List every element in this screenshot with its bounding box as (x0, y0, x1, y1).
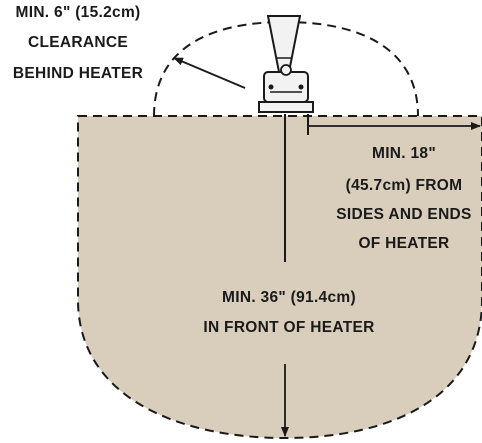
front-label-line-1: MIN. 36" (91.4cm) (222, 289, 356, 306)
side-label-line-1: MIN. 18" (372, 145, 436, 162)
rear-clearance-label: MIN. 6" (15.2cm) CLEARANCE BEHIND HEATER (13, 4, 143, 82)
heater-icon (258, 15, 314, 113)
front-label-line-2: IN FRONT OF HEATER (203, 319, 374, 336)
rear-clearance-arrow (173, 57, 246, 89)
side-clearance-label: MIN. 18" (45.7cm) FROM SIDES AND ENDS OF… (336, 145, 471, 252)
side-label-line-4: OF HEATER (358, 235, 449, 252)
rear-label-line-2: CLEARANCE (28, 34, 128, 51)
rear-label-line-3: BEHIND HEATER (13, 65, 143, 82)
side-label-line-2: (45.7cm) FROM (346, 177, 463, 194)
front-clearance-label: MIN. 36" (91.4cm) IN FRONT OF HEATER (203, 289, 374, 336)
side-label-line-3: SIDES AND ENDS (336, 206, 471, 223)
front-clearance-zone (77, 115, 482, 440)
rear-label-line-1: MIN. 6" (15.2cm) (16, 4, 141, 21)
